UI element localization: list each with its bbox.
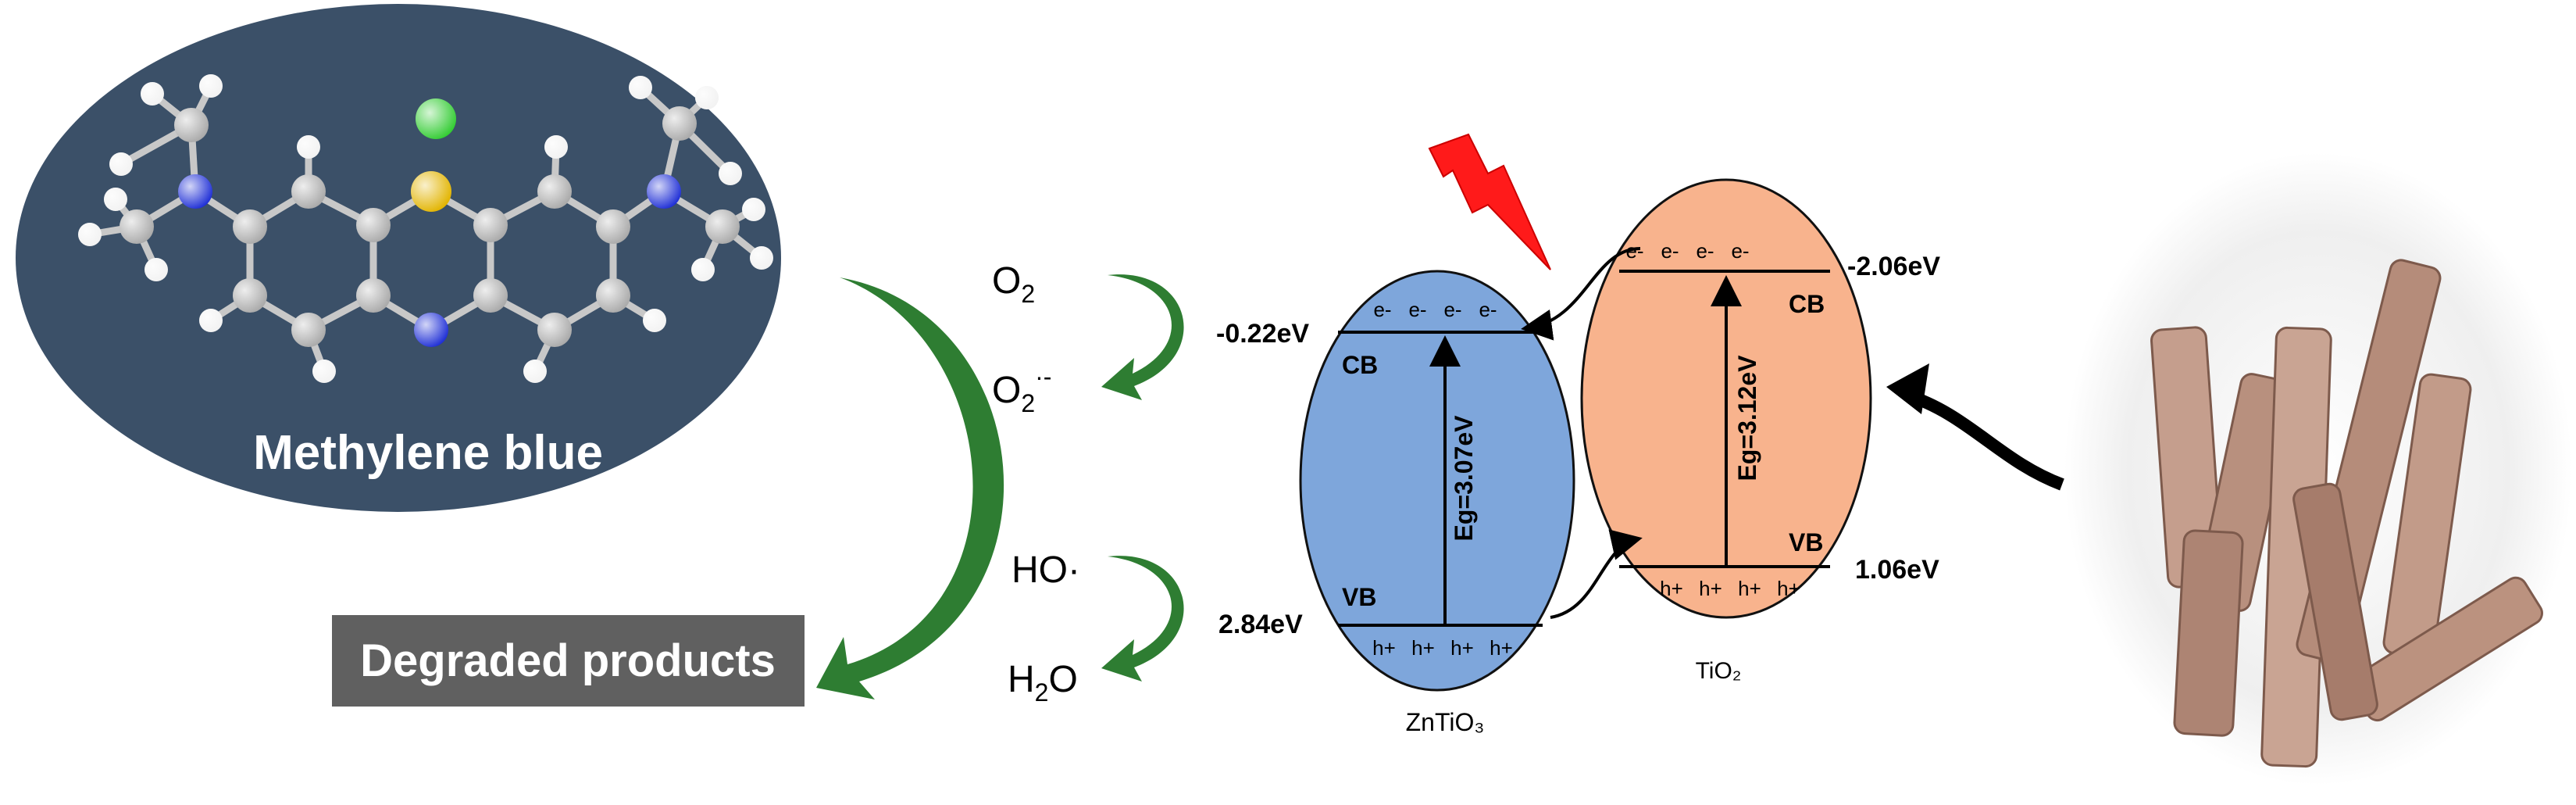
degraded-products-label: Degraded products [360, 635, 776, 686]
electron: e- [1408, 298, 1426, 321]
hole: h+ [1777, 577, 1800, 600]
atom-highlight [629, 76, 652, 99]
atom-highlight [104, 188, 127, 211]
atom-highlight [109, 152, 133, 176]
atom-highlight [537, 313, 572, 347]
tubular-nanostructure-photo-icon [2150, 259, 2543, 768]
zntio3-band-gap: Eg=3.07eV [1450, 415, 1478, 542]
hydroxyl-formation-arrow-icon [1101, 556, 1184, 682]
atom-highlight [719, 162, 742, 185]
atom-highlight [312, 360, 336, 383]
zntio3-vb-energy: 2.84eV [1218, 610, 1303, 639]
zntio3-electrons: e- e- e- e- [1373, 298, 1497, 321]
molecule-label: Methylene blue [253, 426, 603, 480]
electron: e- [1373, 298, 1391, 321]
atom-highlight [473, 278, 508, 313]
atom-highlight [144, 258, 168, 281]
atom-highlight [705, 209, 740, 244]
zntio3-ellipse [1299, 270, 1575, 692]
atom-highlight [643, 309, 666, 332]
atom-highlight [416, 98, 456, 139]
atom-highlight [178, 174, 212, 209]
electron: e- [1479, 298, 1497, 321]
atom-highlight [523, 360, 547, 383]
atom-highlight [544, 135, 568, 159]
atom-highlight [297, 135, 320, 159]
electron-transfer-arrow-icon [1521, 247, 1641, 341]
zntio3-holes: h+ h+ h+ h+ [1372, 636, 1513, 660]
hole: h+ [1738, 577, 1761, 600]
atom-highlight [199, 74, 223, 98]
tio2-holes: h+ h+ h+ h+ [1660, 577, 1800, 600]
atom-highlight [199, 309, 223, 332]
reaction-species: O2 O2·- HO· H2O [992, 260, 1080, 707]
atom-highlight [291, 174, 326, 209]
atom-highlight [750, 246, 773, 270]
atom-highlight [662, 106, 697, 141]
tio2-name: TiO₂ [1696, 658, 1742, 684]
zntio3-cb-label: CB [1342, 351, 1378, 379]
electron: e- [1625, 239, 1643, 263]
tio2-vb-label: VB [1789, 528, 1823, 556]
methylene-blue-panel: Methylene blue [16, 4, 781, 512]
electron: e- [1661, 239, 1679, 263]
electron: e- [1443, 298, 1461, 321]
material-to-tio2-arrow-icon [1903, 388, 2064, 491]
atom-highlight [120, 209, 154, 244]
tio2-cb-energy: -2.06eV [1847, 252, 1940, 281]
degradation-arrow-icon [816, 277, 1004, 699]
hole: h+ [1660, 577, 1683, 600]
hole: h+ [1411, 636, 1435, 660]
oxygen-reduction-arrow-icon [1101, 274, 1184, 400]
tio2-vb-energy: 1.06eV [1855, 555, 1939, 585]
zntio3-name: ZnTiO₃ [1406, 708, 1485, 736]
atom-highlight [596, 278, 630, 313]
tio2-electrons: e- e- e- e- [1625, 239, 1749, 263]
atom-highlight [233, 209, 267, 244]
hole: h+ [1450, 636, 1474, 660]
small-green-arrows [1101, 274, 1184, 682]
atom-highlight [695, 86, 719, 109]
atom-highlight [691, 258, 715, 281]
atom-highlight [414, 313, 448, 347]
hole: h+ [1372, 636, 1396, 660]
oxygen-label: O2 [992, 260, 1035, 308]
electron: e- [1696, 239, 1714, 263]
tio2-band-diagram: e- e- e- e- h+ h+ h+ h+ CB VB Eg=3.12eV … [1580, 178, 1940, 684]
material-photo [2064, 152, 2572, 785]
zntio3-band-diagram: e- e- e- e- h+ h+ h+ h+ CB VB Eg=3.07eV … [1216, 270, 1575, 736]
lightning-bolt-icon [1428, 133, 1551, 270]
atom-highlight [291, 313, 326, 347]
atom-highlight [596, 209, 630, 244]
atom-highlight [356, 208, 391, 242]
methylene-blue-molecule-icon [78, 74, 773, 383]
superoxide-label: O2·- [992, 363, 1051, 417]
atom-highlight [647, 174, 681, 209]
hole-transfer-arrow-icon [1550, 529, 1643, 619]
atom-highlight [356, 278, 391, 313]
degraded-products-box: Degraded products [332, 615, 805, 707]
atom-highlight [141, 82, 164, 106]
atom-highlight [742, 198, 765, 221]
electron: e- [1731, 239, 1749, 263]
atom-highlight [174, 108, 209, 142]
hole: h+ [1699, 577, 1722, 600]
material-arrow-head-icon [1886, 363, 1929, 414]
tio2-cb-label: CB [1789, 290, 1825, 318]
zntio3-cb-energy: -0.22eV [1216, 319, 1309, 349]
atom-highlight [473, 208, 508, 242]
hole: h+ [1490, 636, 1513, 660]
atom-highlight [78, 223, 102, 246]
atom-highlight [233, 278, 267, 313]
tio2-band-gap: Eg=3.12eV [1733, 355, 1761, 481]
water-label: H2O [1008, 659, 1078, 707]
atom-highlight [537, 174, 572, 209]
atom-highlight [411, 171, 451, 212]
zntio3-vb-label: VB [1342, 583, 1376, 611]
hydroxyl-label: HO· [1011, 549, 1080, 591]
